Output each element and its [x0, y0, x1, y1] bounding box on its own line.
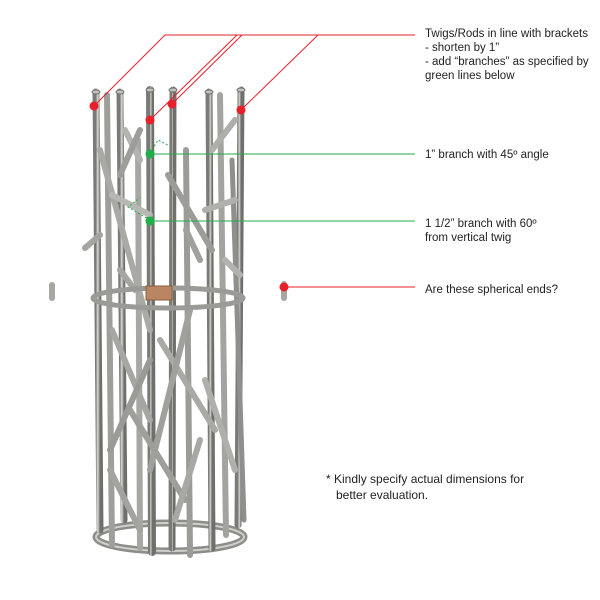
callout-branch-45 [145, 149, 415, 159]
footer-note-line2: better evaluation. [336, 488, 429, 502]
callout-brackets-markers [89, 99, 246, 125]
callout-branch-60 [145, 216, 415, 226]
annotation-brackets-line4: green lines below [425, 70, 515, 82]
annotation-brackets-line1: Twigs/Rods in line with brackets [425, 28, 588, 40]
annotation-branch-45: 1” branch with 45º angle [425, 148, 549, 162]
diagonal-branches [82, 117, 243, 533]
annotation-branch-60: 1 1/2” branch with 60º from vertical twi… [425, 217, 537, 245]
callout-spherical-ends [279, 282, 415, 292]
annotation-branch-45-line1: 1” branch with 45º angle [425, 149, 549, 161]
annotation-brackets: Twigs/Rods in line with brackets - short… [425, 27, 589, 83]
callout-brackets-lines [93, 34, 415, 121]
annotation-branch-60-line2: from vertical twig [425, 232, 512, 244]
center-plate [145, 285, 173, 301]
twig-cage-sculpture [48, 86, 289, 558]
annotation-brackets-line2: - shorten by 1” [425, 42, 500, 54]
footer-note: * Kindly specify actual dimensions for b… [326, 471, 524, 503]
annotation-brackets-line3: - add “branches” as specified by [425, 56, 589, 68]
footer-note-line1: * Kindly specify actual dimensions for [326, 472, 525, 486]
annotation-branch-60-line1: 1 1/2” branch with 60º [425, 218, 537, 230]
annotation-spherical-line1: Are these spherical ends? [425, 284, 558, 296]
annotation-spherical-ends: Are these spherical ends? [425, 283, 558, 297]
